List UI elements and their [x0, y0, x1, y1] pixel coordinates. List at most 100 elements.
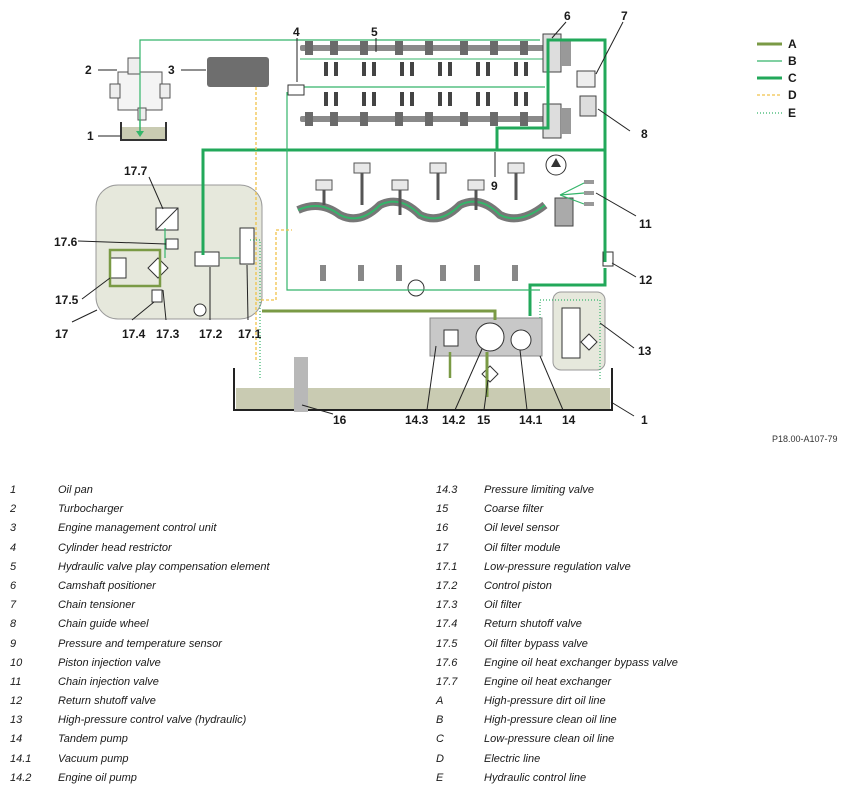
callout-4: 4: [293, 25, 300, 39]
callout-12: 12: [639, 273, 653, 287]
legend-desc: Tandem pump: [58, 733, 128, 746]
legend-desc: Piston injection valve: [58, 656, 161, 669]
legend-code: A: [436, 695, 444, 708]
legend-desc: Electric line: [484, 752, 541, 765]
legend-desc: Low-pressure regulation valve: [484, 560, 631, 573]
callout-14-3: 14.3: [405, 413, 429, 427]
legend-desc: Return shutoff valve: [58, 695, 156, 708]
legend-code: C: [436, 733, 444, 746]
legend-code: 17.6: [436, 656, 458, 669]
legend-code: 8: [10, 618, 17, 631]
engine-oil-pump: [475, 322, 505, 352]
chain-injection-valves: [584, 180, 594, 206]
legend-row: 6 Camshaft positioner: [10, 577, 410, 596]
callout-17-1: 17.1: [238, 327, 262, 341]
callout-5: 5: [371, 25, 378, 39]
oil-filter: [147, 257, 169, 279]
callout-1-small: 1: [87, 129, 94, 143]
legend-row: 16 Oil level sensor: [436, 519, 836, 538]
callout-1-pan: 1: [641, 413, 648, 427]
callout-16: 16: [333, 413, 347, 427]
callout-14: 14: [562, 413, 576, 427]
callout-leaders: [71, 21, 637, 417]
legend-code: 14.3: [436, 484, 458, 496]
legend-desc: Cylinder head restrictor: [58, 541, 172, 554]
legend-code: 4: [10, 541, 17, 554]
legend-code: 6: [10, 579, 17, 592]
line-type-legend: A B C D E: [757, 37, 797, 120]
line-key-c: C: [788, 71, 797, 85]
legend-desc: Vacuum pump: [58, 752, 129, 765]
callout-17-2: 17.2: [199, 327, 223, 341]
legend-code: 17.5: [436, 637, 458, 650]
legend-code: 3: [10, 522, 17, 535]
legend-desc: Control piston: [484, 579, 552, 592]
legend-desc: Chain guide wheel: [58, 618, 149, 631]
callout-14-2: 14.2: [442, 413, 466, 427]
legend-code: 13: [10, 714, 23, 727]
legend-desc: Engine oil heat exchanger: [484, 675, 612, 688]
legend-code: D: [436, 752, 444, 765]
legend-code: 14.2: [10, 771, 32, 784]
chain-tensioner: [576, 70, 596, 88]
legend-desc: Engine management control unit: [58, 522, 217, 535]
legend-code: 16: [436, 522, 449, 535]
legend-desc: Oil level sensor: [484, 522, 560, 535]
figure-reference-code: P18.00-A107-79: [772, 434, 838, 444]
low-pressure-regulation-valve: [239, 227, 255, 265]
legend-code: 5: [10, 560, 17, 573]
legend-desc: High-pressure control valve (hydraulic): [58, 714, 247, 727]
crankshaft-assembly: [296, 162, 574, 281]
turbo-drain-pan: [120, 122, 167, 141]
callout-13: 13: [638, 344, 652, 358]
callout-labels: 1 2 3 4 5 6 7 8 9 11 12 13 1 14 14.1 15 …: [54, 9, 653, 427]
legend-desc: Camshaft positioner: [58, 579, 156, 592]
line-key-b: B: [788, 54, 797, 68]
legend-row: 4 Cylinder head restrictor: [10, 539, 410, 558]
callout-14-1: 14.1: [519, 413, 543, 427]
oil-circuit-diagram: A B C D E: [54, 9, 797, 427]
line-key-d: D: [788, 88, 797, 102]
legend-desc: High-pressure clean oil line: [484, 714, 617, 727]
legend-desc: Engine oil heat exchanger bypass valve: [484, 656, 678, 669]
legend-code: 9: [10, 637, 17, 650]
callout-7: 7: [621, 9, 628, 23]
legend-code: 17.3: [436, 599, 458, 612]
control-piston: [194, 251, 220, 267]
pressure-gauge: [407, 279, 425, 297]
legend-desc: Pressure and temperature sensor: [58, 637, 222, 650]
oil-level-sensor: [294, 357, 308, 412]
oil-pan: [236, 388, 610, 410]
legend-row: 17.2 Control piston: [436, 577, 836, 596]
line-key-a: A: [788, 37, 797, 51]
return-shutoff-valve-12: [602, 251, 614, 267]
cylinder-head-restrictor: [287, 84, 305, 96]
legend-desc: Chain tensioner: [58, 599, 136, 612]
legend-code: 17.2: [436, 579, 458, 592]
cylinder-head: [300, 33, 571, 139]
callout-17-6: 17.6: [54, 235, 78, 249]
return-shutoff-valve-17-4: [151, 289, 163, 303]
oil-filter-module: [95, 184, 263, 320]
legend-desc: Coarse filter: [484, 503, 544, 516]
callout-6: 6: [564, 9, 571, 23]
callout-11: 11: [639, 217, 652, 231]
